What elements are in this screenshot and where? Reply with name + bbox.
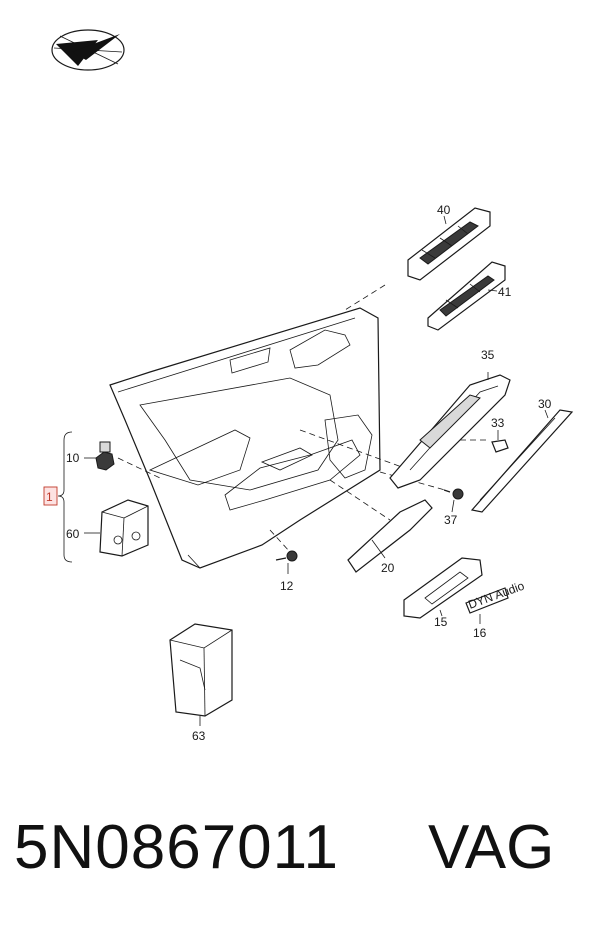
window-switch-part-41: [427, 261, 506, 331]
label-part-20: 20: [381, 561, 395, 575]
bracket-part-60: [84, 499, 149, 557]
label-part-37: 37: [444, 513, 458, 527]
part-number: 5N0867011: [14, 813, 340, 882]
label-part-10: 10: [66, 451, 80, 465]
door-trim-panel: [109, 307, 381, 569]
badge-part-16: DYN Audio: [465, 578, 526, 624]
brand-name: VAG: [428, 813, 555, 882]
label-part-12: 12: [280, 579, 294, 593]
clip-part-10: [84, 441, 115, 471]
label-part-33: 33: [491, 416, 505, 430]
label-part-40: 40: [437, 203, 451, 217]
group-bracket: [43, 431, 73, 563]
label-part-41: 41: [498, 285, 512, 299]
window-trim-part-35: [389, 372, 511, 489]
trim-strip-part-30: [470, 409, 574, 513]
insert-part-63: [169, 623, 233, 726]
label-part-63: 63: [192, 729, 206, 743]
label-part-30: 30: [538, 397, 552, 411]
screw-part-12: [275, 550, 298, 574]
label-part-1: 1: [46, 490, 53, 504]
cover-part-15: [403, 557, 483, 619]
label-part-35: 35: [481, 348, 495, 362]
label-part-16: 16: [473, 626, 487, 640]
window-switch-part-40: [407, 207, 491, 281]
badge-text: DYN Audio: [466, 578, 526, 611]
label-part-15: 15: [434, 615, 448, 629]
screw-part-37: [443, 488, 464, 513]
trim-strip-part-20: [347, 499, 433, 573]
label-part-60: 60: [66, 527, 80, 541]
clip-part-33: [491, 430, 509, 453]
logo-icon: [51, 29, 125, 71]
